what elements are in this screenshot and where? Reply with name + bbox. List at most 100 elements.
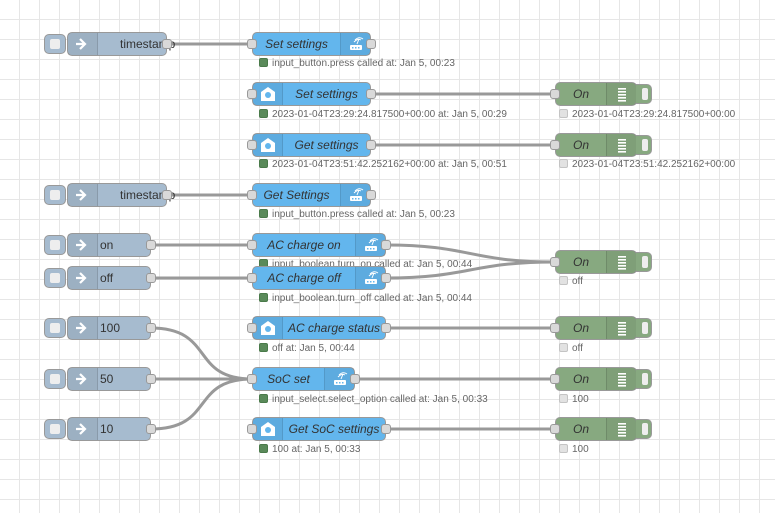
input-port[interactable] — [247, 374, 257, 384]
inject-trigger-button[interactable] — [44, 419, 66, 439]
debug-node-3[interactable]: On — [550, 250, 652, 274]
output-port[interactable] — [146, 374, 156, 384]
inject-trigger-button[interactable] — [44, 268, 66, 288]
node-status: 2023-01-04T23:29:24.817500+00:00 at: Jan… — [259, 109, 507, 121]
input-port[interactable] — [550, 140, 560, 150]
input-port[interactable] — [247, 323, 257, 333]
debug-toggle-button[interactable] — [636, 135, 652, 155]
wire — [385, 260, 556, 280]
status-text: 100 — [572, 394, 589, 405]
inject-node-timestamp-1[interactable]: timestamp — [44, 32, 175, 56]
service-call-node-ac-charge-off[interactable]: AC charge off — [247, 266, 391, 290]
status-dot-ok — [259, 394, 268, 403]
input-port[interactable] — [550, 257, 560, 267]
inject-node-off[interactable]: off — [44, 266, 156, 290]
input-port[interactable] — [550, 374, 560, 384]
state-node-ac-charge-status[interactable]: AC charge status — [247, 316, 391, 340]
output-port[interactable] — [381, 240, 391, 250]
node-label: On — [572, 372, 589, 386]
output-port[interactable] — [381, 273, 391, 283]
status-dot-ok — [259, 159, 268, 168]
output-port[interactable] — [146, 323, 156, 333]
service-call-node-set-settings[interactable]: Set settings — [247, 32, 376, 56]
inject-trigger-button[interactable] — [44, 318, 66, 338]
debug-node-2[interactable]: On — [550, 133, 652, 157]
output-port[interactable] — [366, 89, 376, 99]
output-port[interactable] — [366, 190, 376, 200]
arrow-in-icon — [68, 418, 98, 440]
debug-list-icon — [606, 83, 636, 105]
state-node-get-soc-settings[interactable]: Get SoC settings — [247, 417, 391, 441]
debug-list-icon — [606, 317, 636, 339]
input-port[interactable] — [247, 424, 257, 434]
node-label: 10 — [100, 422, 114, 436]
node-status: off at: Jan 5, 00:44 — [259, 343, 355, 355]
arrow-in-icon — [68, 184, 98, 206]
inject-node-on[interactable]: on — [44, 233, 156, 257]
debug-node-4[interactable]: On — [550, 316, 652, 340]
status-text: 2023-01-04T23:51:42.252162+00:00 at: Jan… — [272, 159, 507, 170]
node-label: Set settings — [265, 37, 328, 51]
inject-node-timestamp-2[interactable]: timestamp — [44, 183, 175, 207]
inject-node-100[interactable]: 100 — [44, 316, 156, 340]
output-port[interactable] — [381, 424, 391, 434]
debug-toggle-button[interactable] — [636, 252, 652, 272]
node-label: SoC set — [267, 372, 310, 386]
status-text: off — [572, 276, 583, 287]
inject-trigger-button[interactable] — [44, 235, 66, 255]
output-port[interactable] — [350, 374, 360, 384]
state-node-get-settings[interactable]: Get settings — [247, 133, 376, 157]
output-port[interactable] — [366, 140, 376, 150]
service-call-node-ac-charge-on[interactable]: AC charge on — [247, 233, 391, 257]
debug-node-1[interactable]: On — [550, 82, 652, 106]
input-port[interactable] — [247, 140, 257, 150]
debug-toggle-button[interactable] — [636, 318, 652, 338]
input-port[interactable] — [247, 240, 257, 250]
node-status: 2023-01-04T23:51:42.252162+00:00 at: Jan… — [259, 159, 507, 171]
status-text: 100 at: Jan 5, 00:33 — [272, 444, 361, 455]
input-port[interactable] — [247, 39, 257, 49]
inject-trigger-button[interactable] — [44, 185, 66, 205]
node-label: On — [572, 422, 589, 436]
arrow-in-icon — [68, 33, 98, 55]
output-port[interactable] — [146, 273, 156, 283]
node-label: Get Settings — [263, 188, 330, 202]
state-node-set-settings[interactable]: Set settings — [247, 82, 376, 106]
output-port[interactable] — [381, 323, 391, 333]
inject-node-10[interactable]: 10 — [44, 417, 156, 441]
status-dot-ok — [259, 109, 268, 118]
debug-node-6[interactable]: On — [550, 417, 652, 441]
output-port[interactable] — [366, 39, 376, 49]
node-label: on — [100, 238, 114, 252]
debug-toggle-button[interactable] — [636, 84, 652, 104]
input-port[interactable] — [247, 273, 257, 283]
input-port[interactable] — [247, 190, 257, 200]
arrow-in-icon — [68, 234, 98, 256]
output-port[interactable] — [162, 190, 172, 200]
debug-toggle-button[interactable] — [636, 369, 652, 389]
debug-node-5[interactable]: On — [550, 367, 652, 391]
status-dot-idle — [559, 276, 568, 285]
status-dot-ok — [259, 58, 268, 67]
inject-node-50[interactable]: 50 — [44, 367, 156, 391]
node-label: On — [572, 138, 589, 152]
output-port[interactable] — [146, 424, 156, 434]
status-text: input_button.press called at: Jan 5, 00:… — [272, 58, 455, 69]
debug-toggle-button[interactable] — [636, 419, 652, 439]
input-port[interactable] — [550, 323, 560, 333]
input-port[interactable] — [550, 424, 560, 434]
node-label: AC charge off — [267, 271, 341, 285]
status-text: 2023-01-04T23:29:24.817500+00:00 at: Jan… — [272, 109, 507, 120]
service-call-node-get-settings[interactable]: Get Settings — [247, 183, 376, 207]
output-port[interactable] — [162, 39, 172, 49]
status-text: 2023-01-04T23:29:24.817500+00:00 — [572, 109, 736, 120]
wire — [150, 377, 253, 431]
input-port[interactable] — [550, 89, 560, 99]
router-icon — [324, 368, 354, 390]
input-port[interactable] — [247, 89, 257, 99]
inject-trigger-button[interactable] — [44, 34, 66, 54]
service-call-node-soc-set[interactable]: SoC set — [247, 367, 360, 391]
output-port[interactable] — [146, 240, 156, 250]
inject-trigger-button[interactable] — [44, 369, 66, 389]
